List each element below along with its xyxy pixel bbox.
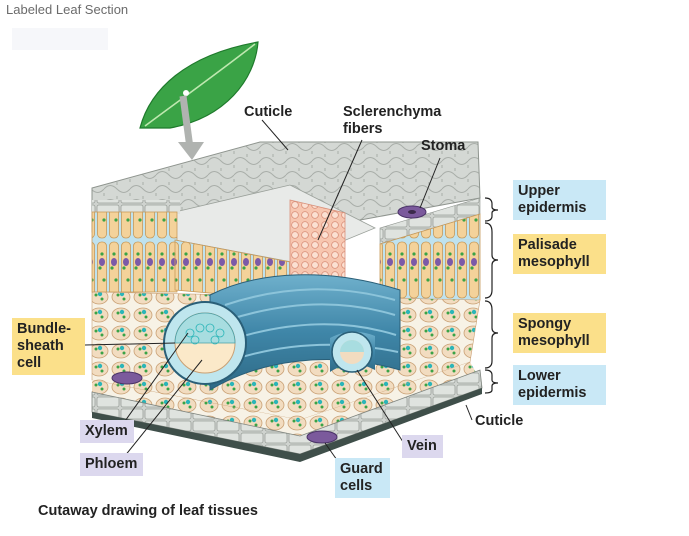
label-stoma: Stoma [421,138,466,154]
label-vein: Vein [402,435,443,458]
label-guard-cells: Guard cells [335,458,390,498]
label-phloem: Phloem [80,453,144,476]
figure-caption: Cutaway drawing of leaf tissues [38,503,258,519]
label-cuticle-bottom: Cuticle [475,413,524,429]
label-xylem: Xylem [80,420,134,443]
guard-cells-illustration [111,371,338,444]
leaf-icon [139,41,259,129]
page-title: Labeled Leaf Section [6,2,129,17]
label-cuticle-top: Cuticle [244,104,293,120]
label-bundle-sheath-cell: Bundle-sheath cell [12,318,85,375]
label-palisade-mesophyll: Palisade mesophyll [513,234,606,274]
label-spongy-mesophyll: Spongy mesophyll [513,313,606,353]
vein-illustration [163,274,401,391]
label-upper-epidermis: Upper epidermis [513,180,606,220]
label-lower-epidermis: Lower epidermis [513,365,606,405]
label-sclerenchyma-fibers: Sclerenchyma fibers [343,104,442,137]
stoma-illustration [397,205,427,219]
